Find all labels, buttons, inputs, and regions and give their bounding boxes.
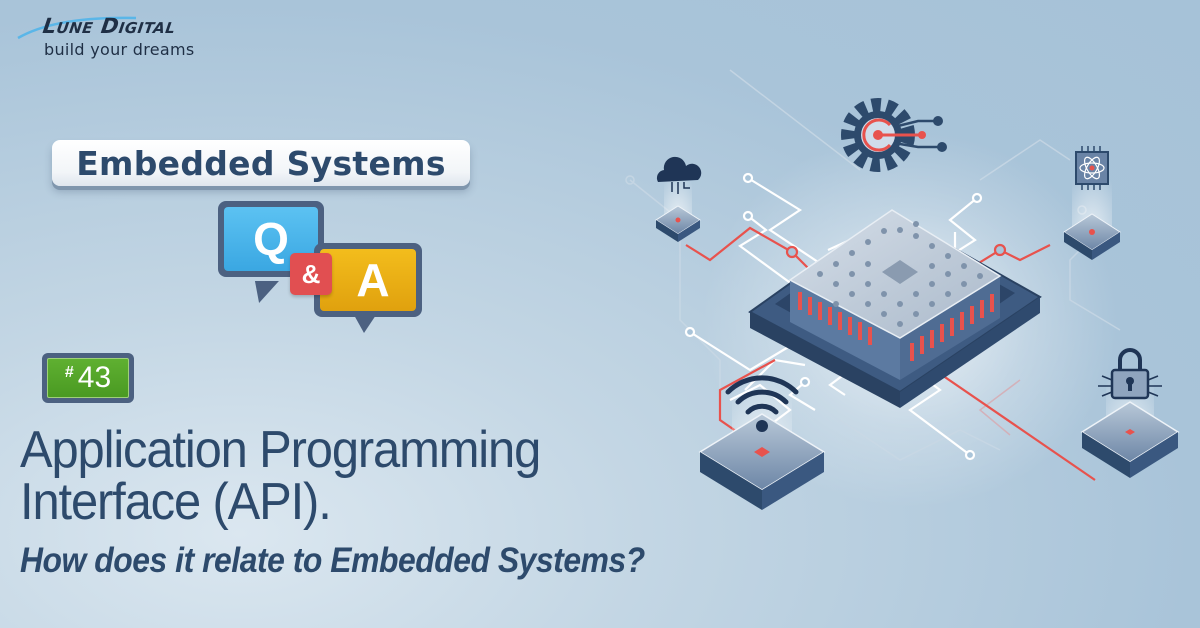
- chip-pins: [798, 292, 994, 361]
- chip-dot-grid: [817, 221, 983, 327]
- cloud-icon: [656, 156, 702, 194]
- central-processor: [748, 209, 1042, 408]
- cpu-atom-node: [1063, 146, 1121, 260]
- brand-logo: Lune Digital build your dreams: [16, 8, 216, 62]
- gear-circuit-icon: [841, 98, 947, 172]
- episode-hash: #: [64, 364, 74, 381]
- lock-circuit-icon: [1098, 348, 1162, 400]
- episode-badge-inner: # 43: [47, 358, 129, 398]
- lock-node: [1080, 348, 1180, 478]
- a-bubble-tail: [354, 315, 376, 333]
- cloud-node: [655, 156, 702, 242]
- wifi-icon: [725, 375, 799, 432]
- a-letter: A: [320, 249, 416, 311]
- faint-circuit-traces: [625, 69, 1121, 461]
- episode-badge: # 43: [42, 353, 134, 403]
- headline-question: How does it relate to Embedded Systems?: [20, 541, 645, 580]
- wifi-node: [698, 362, 826, 510]
- logo-swoosh-icon: [17, 16, 137, 40]
- qa-graphic: Q A &: [210, 195, 440, 335]
- episode-number: 43: [77, 361, 112, 394]
- cpu-atom-icon: [1075, 146, 1109, 190]
- category-label: Embedded Systems: [76, 143, 446, 183]
- embedded-system-illustration: [625, 69, 1180, 510]
- headline-line-2: Interface (API).: [20, 473, 332, 531]
- brand-tagline: build your dreams: [44, 40, 195, 59]
- headline-line-1: Application Programming: [20, 421, 541, 479]
- ampersand-tile: &: [290, 253, 332, 295]
- category-banner: Embedded Systems: [52, 140, 470, 186]
- q-bubble-tail: [249, 281, 279, 303]
- headline-title: Application Programming Interface (API).: [20, 421, 541, 531]
- a-speech-bubble: A: [314, 243, 422, 333]
- chip-die: [882, 260, 918, 284]
- brand-name: Lune Digital: [41, 14, 178, 38]
